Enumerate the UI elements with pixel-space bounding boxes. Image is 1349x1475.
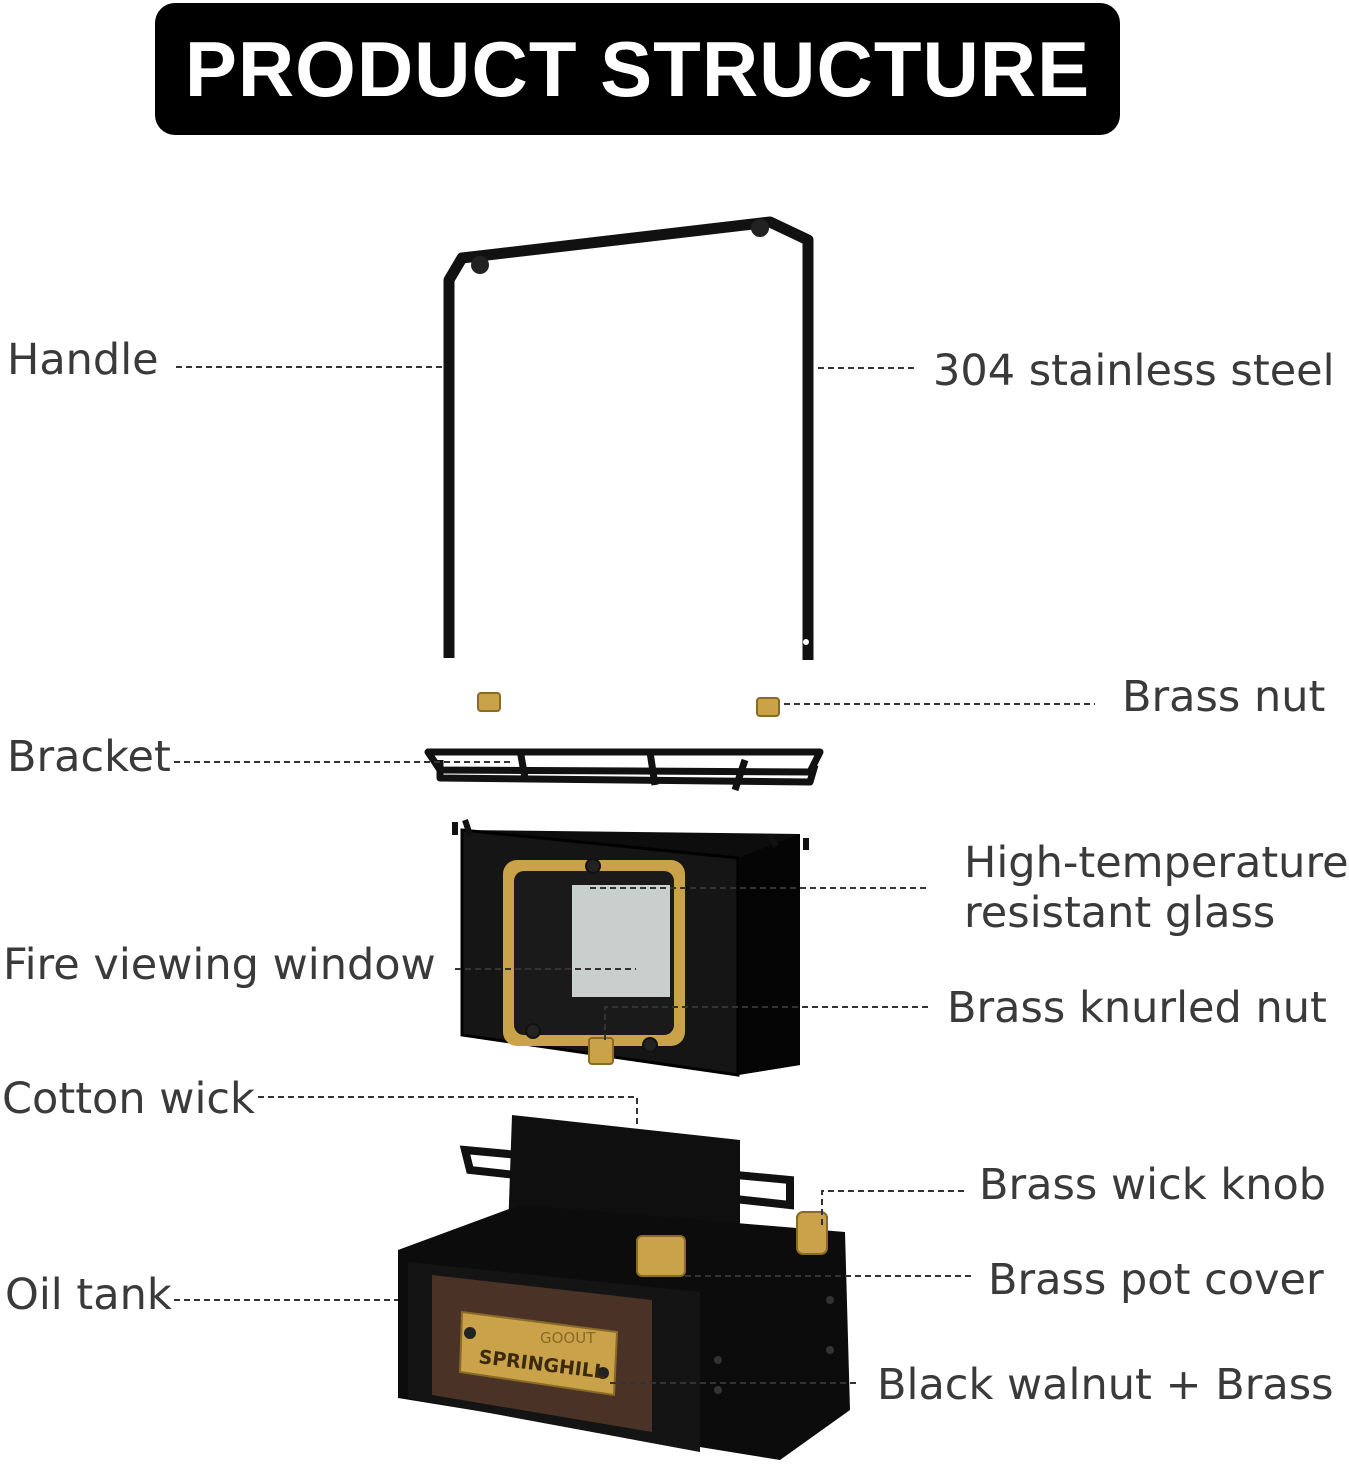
handle-part (443, 216, 814, 660)
title-banner: PRODUCT STRUCTURE (155, 3, 1120, 135)
oil-tank-part (398, 1205, 850, 1460)
page-title: PRODUCT STRUCTURE (184, 24, 1091, 113)
label-handle: Handle (7, 335, 159, 385)
label-cotton-wick: Cotton wick (2, 1074, 255, 1124)
label-black-walnut-brass: Black walnut + Brass (877, 1360, 1334, 1410)
bracket-part (424, 748, 824, 792)
logo-brand-small: GOOUT (540, 1329, 596, 1347)
label-brass-knurled-nut: Brass knurled nut (947, 983, 1327, 1033)
label-oil-tank: Oil tank (5, 1270, 172, 1320)
label-bracket: Bracket (7, 732, 171, 782)
label-fire-viewing-window: Fire viewing window (3, 940, 436, 990)
label-brass-wick-knob: Brass wick knob (979, 1160, 1327, 1210)
label-glass-line1: High-temperature (964, 838, 1349, 888)
label-brass-pot-cover: Brass pot cover (988, 1255, 1324, 1305)
glass-housing-part (452, 819, 809, 1077)
leader-lines (174, 366, 1095, 1384)
label-brass-nut: Brass nut (1122, 672, 1326, 722)
brass-nuts (477, 692, 780, 717)
wick-holder-part (459, 1115, 794, 1240)
label-glass-line2: resistant glass (964, 888, 1276, 938)
label-stainless-steel: 304 stainless steel (933, 346, 1335, 396)
